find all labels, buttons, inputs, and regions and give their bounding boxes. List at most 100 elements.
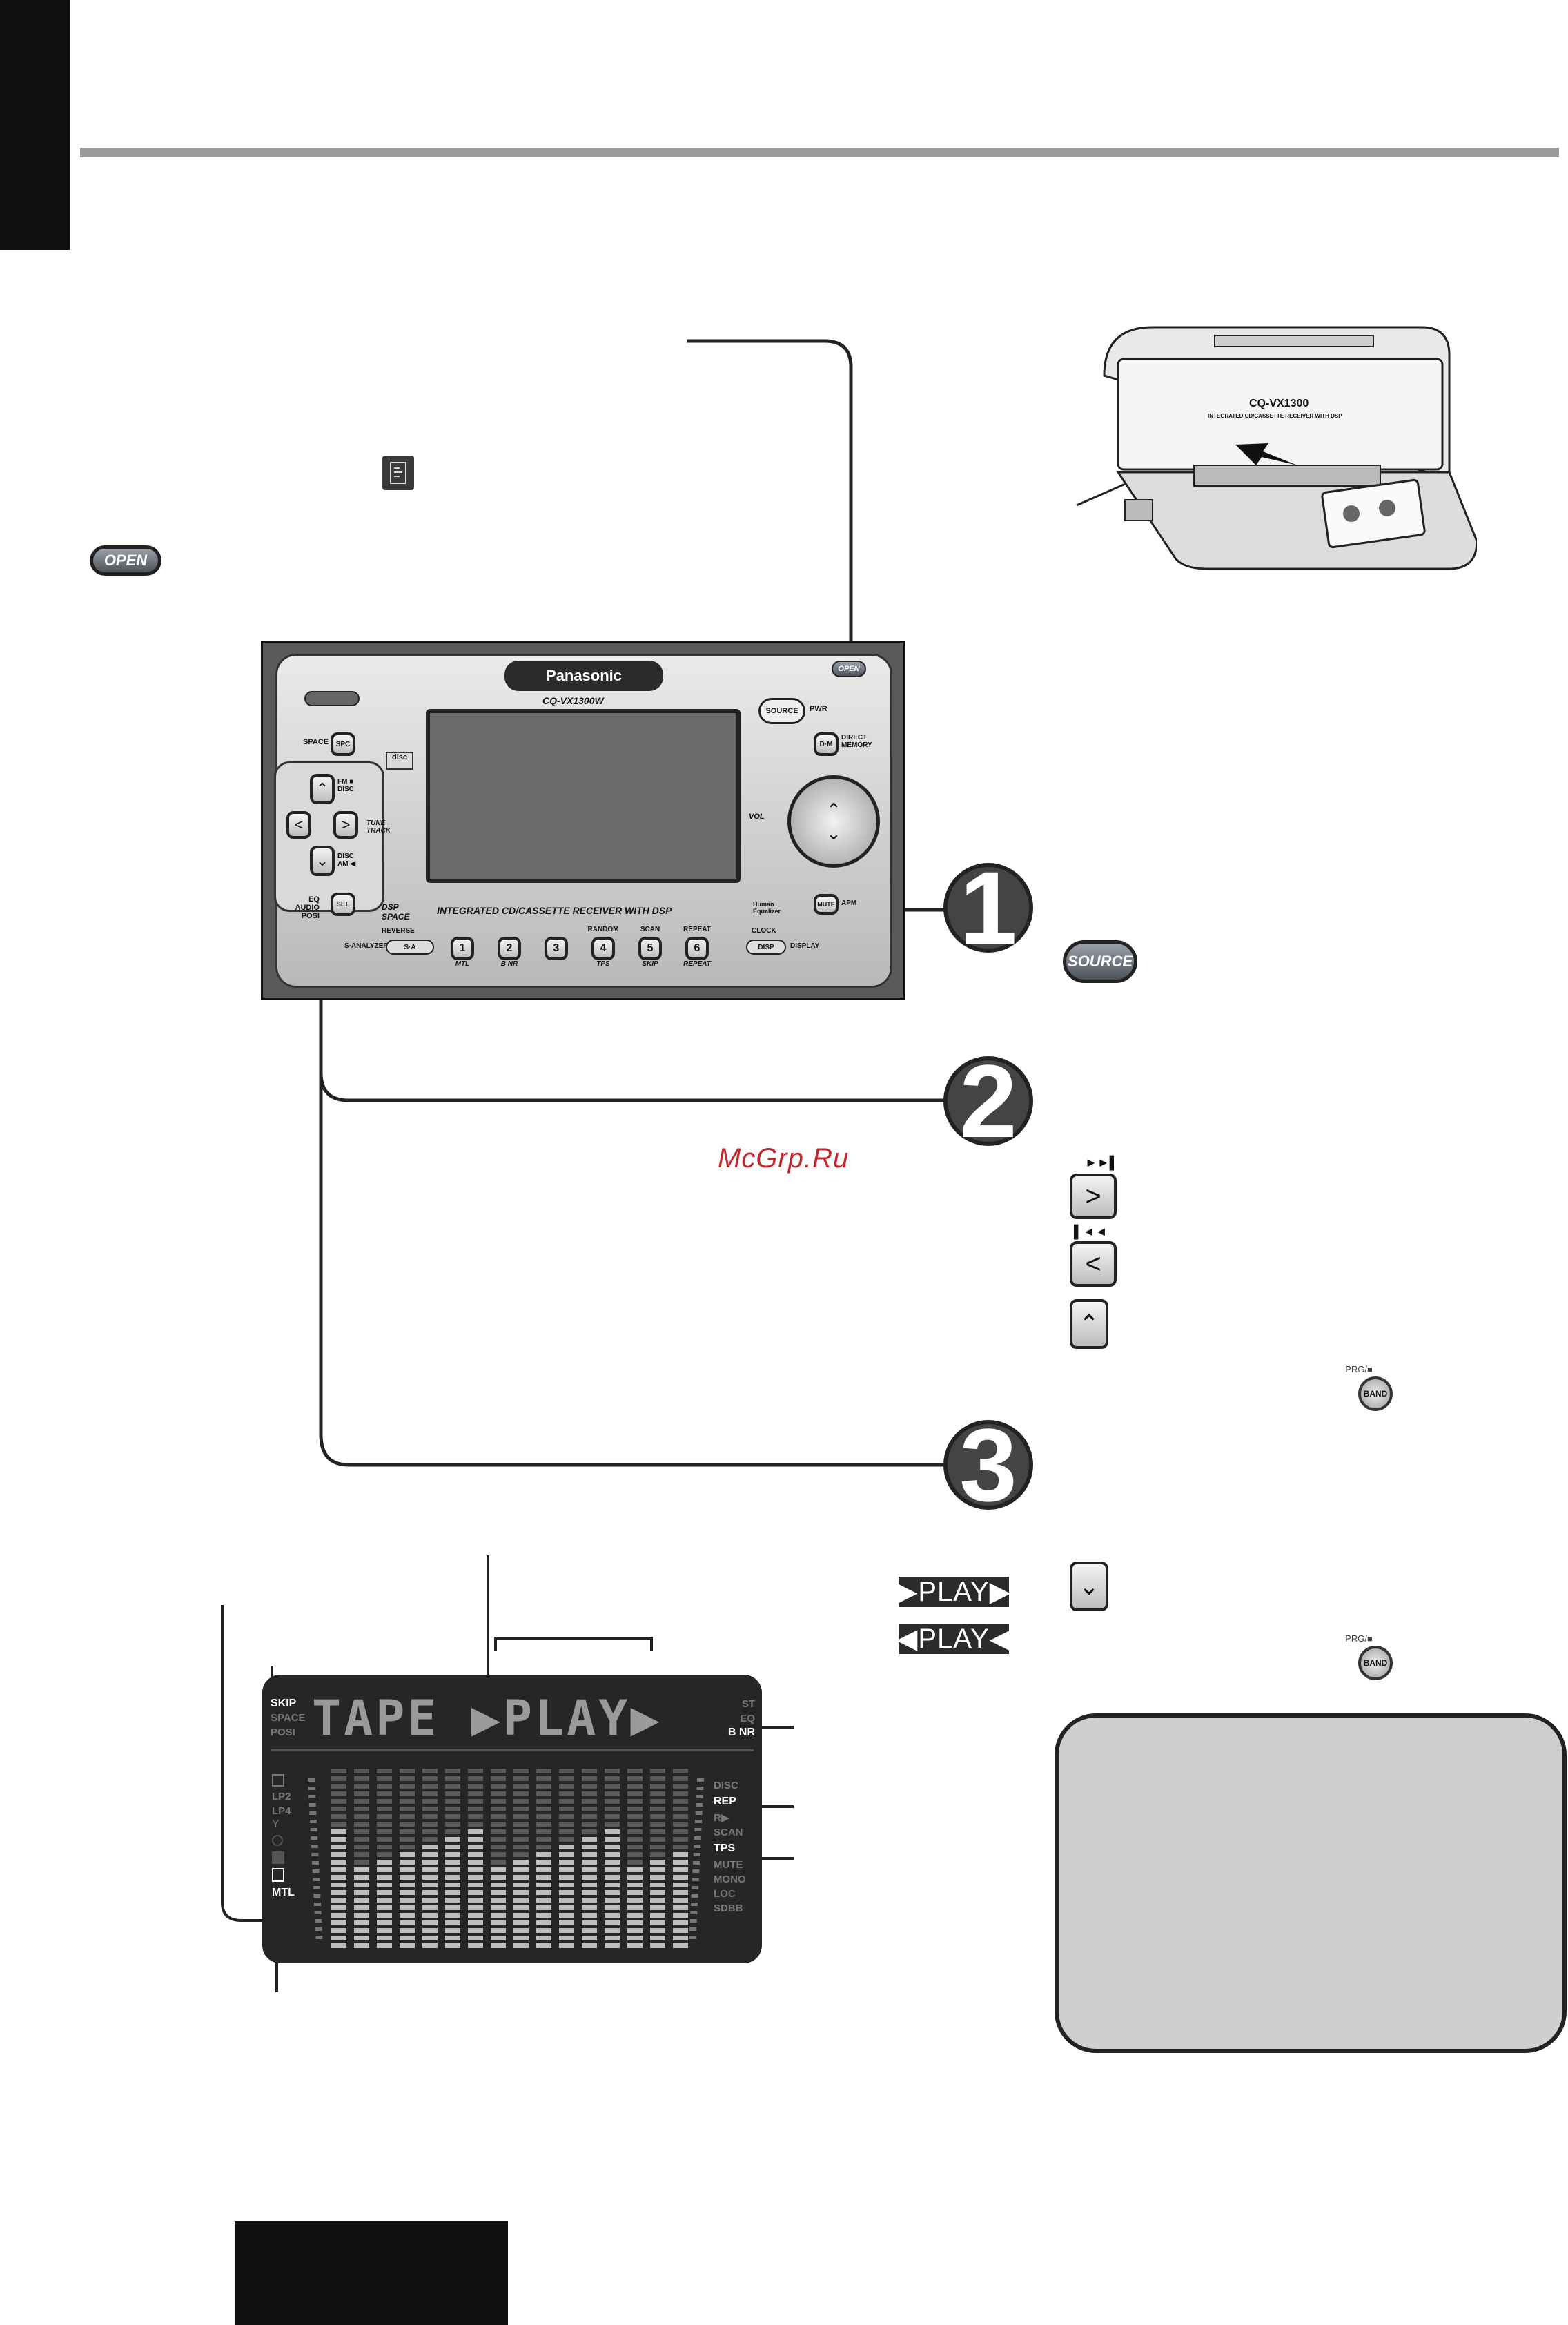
- spectrum-cell: [627, 1769, 643, 1773]
- spectrum-cell: [422, 1776, 438, 1781]
- spectrum-cell: [422, 1943, 438, 1948]
- spectrum-cell: [536, 1943, 551, 1948]
- spectrum-cell: [377, 1807, 392, 1811]
- sa-button[interactable]: S·A: [386, 940, 434, 955]
- spectrum-cell: [605, 1814, 620, 1819]
- prg-label-2: PRG/■: [1345, 1633, 1373, 1644]
- up-button[interactable]: ⌃: [310, 774, 335, 804]
- disc-am-label: DISC AM ◀: [337, 853, 356, 868]
- preset-2-key[interactable]: 2: [498, 937, 521, 960]
- clock-label: CLOCK: [752, 927, 776, 935]
- spectrum-cell: [491, 1867, 506, 1872]
- preset-4[interactable]: RANDOM 4 TPS: [587, 926, 619, 968]
- preset-3-key[interactable]: 3: [545, 937, 568, 960]
- preset-1[interactable]: 1 MTL: [441, 926, 484, 981]
- spectrum-cell: [377, 1920, 392, 1925]
- spectrum-cell: [673, 1837, 688, 1842]
- spectrum-cell: [513, 1943, 529, 1948]
- spectrum-cell: [650, 1829, 665, 1834]
- band-button-icon-1: BAND: [1358, 1376, 1393, 1411]
- human-equalizer-label: Human Equalizer: [753, 901, 781, 915]
- spectrum-cell: [445, 1920, 460, 1925]
- spectrum-cell: [491, 1943, 506, 1948]
- spectrum-cell: [582, 1807, 597, 1811]
- preset-4-key[interactable]: 4: [591, 937, 615, 960]
- spectrum-cell: [582, 1920, 597, 1925]
- spectrum-cell: [559, 1898, 574, 1903]
- spectrum-cell: [673, 1860, 688, 1865]
- spectrum-cell: [354, 1890, 369, 1895]
- level-meter-mark: [689, 1919, 697, 1923]
- level-meter-mark: [693, 1861, 700, 1865]
- spectrum-cell: [627, 1837, 643, 1842]
- spectrum-cell: [354, 1867, 369, 1872]
- fast-forward-icon: ►►▌: [1085, 1156, 1119, 1169]
- spectrum-cell: [582, 1936, 597, 1940]
- spectrum-cell: [650, 1867, 665, 1872]
- right-button[interactable]: >: [333, 811, 358, 839]
- spectrum-cell: [354, 1875, 369, 1880]
- preset-6[interactable]: REPEAT 6 REPEAT: [683, 926, 711, 968]
- spectrum-cell: [627, 1776, 643, 1781]
- spectrum-cell: [559, 1913, 574, 1918]
- spectrum-cell: [650, 1837, 665, 1842]
- level-meter-mark: [313, 1886, 320, 1889]
- preset-1-key[interactable]: 1: [451, 937, 474, 960]
- preset-2[interactable]: 2 B NR: [488, 926, 531, 981]
- mute-button[interactable]: MUTE: [814, 894, 839, 915]
- spectrum-cell: [445, 1867, 460, 1872]
- spectrum-cell: [491, 1928, 506, 1933]
- spectrum-cell: [445, 1905, 460, 1910]
- spectrum-cell: [536, 1769, 551, 1773]
- spectrum-cell: [559, 1936, 574, 1940]
- spectrum-cell: [513, 1791, 529, 1796]
- spectrum-cell: [354, 1807, 369, 1811]
- spectrum-cell: [536, 1829, 551, 1834]
- spectrum-cell: [650, 1905, 665, 1910]
- preset-6-key[interactable]: 6: [685, 937, 709, 960]
- preset-5[interactable]: SCAN 5 SKIP: [629, 926, 672, 981]
- spectrum-cell: [377, 1943, 392, 1948]
- spectrum-cell: [650, 1814, 665, 1819]
- spectrum-cell: [559, 1799, 574, 1804]
- disp-button[interactable]: DISP: [746, 940, 786, 955]
- spectrum-cell: [582, 1943, 597, 1948]
- down-button[interactable]: ⌄: [310, 846, 335, 876]
- spectrum-cell: [582, 1852, 597, 1857]
- spectrum-cell: [422, 1867, 438, 1872]
- level-meter-mark: [313, 1878, 320, 1881]
- spectrum-cell: [513, 1814, 529, 1819]
- spectrum-cell: [650, 1784, 665, 1789]
- level-meter-mark: [696, 1803, 703, 1807]
- reverse-label: REVERSE: [382, 927, 415, 935]
- spectrum-cell: [331, 1776, 346, 1781]
- spectrum-cell: [559, 1829, 574, 1834]
- spectrum-cell: [673, 1784, 688, 1789]
- level-meter-mark: [314, 1911, 322, 1914]
- preset-3[interactable]: 3: [535, 926, 578, 981]
- source-button[interactable]: SOURCE: [758, 698, 805, 724]
- panel-open-button[interactable]: OPEN: [832, 661, 866, 677]
- level-meter-mark: [694, 1845, 701, 1848]
- level-meter-mark: [692, 1886, 699, 1889]
- left-top-button[interactable]: [304, 691, 360, 706]
- spc-button[interactable]: SPC: [331, 732, 355, 756]
- spectrum-cell: [354, 1769, 369, 1773]
- preset-5-key[interactable]: 5: [638, 937, 662, 960]
- spectrum-cell: [536, 1822, 551, 1827]
- spectrum-cell: [536, 1860, 551, 1865]
- spectrum-cell: [354, 1799, 369, 1804]
- spectrum-cell: [445, 1799, 460, 1804]
- left-button[interactable]: <: [286, 811, 311, 839]
- spectrum-cell: [605, 1920, 620, 1925]
- spectrum-cell: [605, 1867, 620, 1872]
- spectrum-cell: [582, 1883, 597, 1887]
- spectrum-cell: [627, 1791, 643, 1796]
- dm-button[interactable]: D·M: [814, 732, 839, 756]
- spectrum-cell: [331, 1822, 346, 1827]
- spectrum-cell: [400, 1852, 415, 1857]
- sel-button[interactable]: SEL: [331, 893, 355, 916]
- spectrum-cell: [582, 1829, 597, 1834]
- volume-knob[interactable]: ⌃ ⌄: [787, 775, 880, 868]
- display-window: [426, 709, 741, 883]
